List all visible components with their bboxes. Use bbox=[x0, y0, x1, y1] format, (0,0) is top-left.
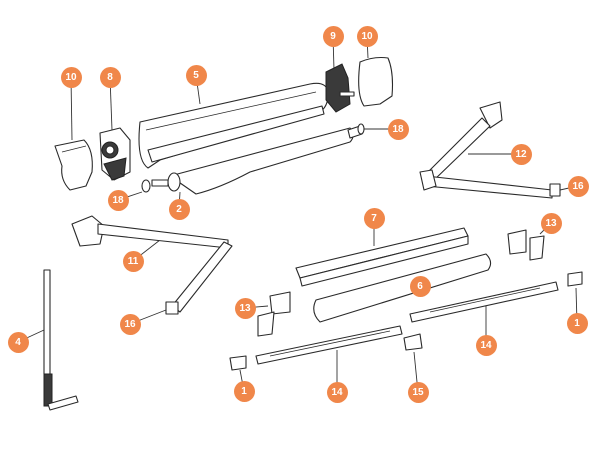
callout-washer-left: 18 bbox=[107, 189, 129, 211]
callout-arm-end-right: 16 bbox=[567, 175, 589, 197]
arm-end-left bbox=[165, 301, 179, 315]
cassette-housing bbox=[138, 82, 329, 169]
rail-connector bbox=[403, 333, 423, 351]
callout-end-cap-left: 10 bbox=[60, 66, 82, 88]
callout-crank-handle: 4 bbox=[7, 331, 29, 353]
end-plate-axle bbox=[339, 91, 355, 97]
callout-rail-left: 14 bbox=[326, 381, 348, 403]
end-cap-right bbox=[358, 56, 394, 107]
bracket-left bbox=[257, 291, 291, 337]
callout-roller-fabric: 2 bbox=[168, 198, 190, 220]
callout-bracket-left: 13 bbox=[234, 297, 256, 319]
callout-bracket-right: 13 bbox=[540, 212, 562, 234]
callout-valance-cover: 6 bbox=[409, 275, 431, 297]
callout-arm-end-left: 16 bbox=[119, 313, 141, 335]
callout-gear-housing: 8 bbox=[99, 66, 121, 88]
callout-cassette-housing: 5 bbox=[185, 64, 207, 86]
callout-mount-clip-left: 1 bbox=[233, 380, 255, 402]
mount-clip-right bbox=[567, 271, 583, 287]
callout-end-plate-right: 9 bbox=[322, 25, 344, 47]
washer-right bbox=[357, 123, 365, 135]
leader-line bbox=[70, 76, 73, 141]
arm-left bbox=[71, 215, 233, 313]
crank-handle bbox=[43, 269, 79, 411]
arm-end-right bbox=[549, 183, 561, 197]
gear-housing bbox=[99, 127, 131, 181]
washer-left bbox=[141, 179, 151, 193]
callout-front-bar: 7 bbox=[363, 207, 385, 229]
callout-end-cap-right: 10 bbox=[356, 25, 378, 47]
arm-right bbox=[419, 101, 553, 199]
valance-cover bbox=[313, 253, 492, 323]
callout-arm-right: 12 bbox=[510, 143, 532, 165]
callout-rail-connector: 15 bbox=[407, 381, 429, 403]
rail-right bbox=[409, 281, 559, 323]
end-cap-left bbox=[54, 139, 93, 191]
end-plate-right bbox=[325, 63, 351, 113]
mount-clip-left bbox=[229, 355, 247, 371]
callout-washer-right: 18 bbox=[387, 118, 409, 140]
front-bar bbox=[295, 227, 469, 287]
callout-mount-clip-right: 1 bbox=[566, 312, 588, 334]
rail-left bbox=[255, 325, 403, 365]
callout-rail-right: 14 bbox=[475, 334, 497, 356]
callout-arm-left: 11 bbox=[122, 250, 144, 272]
end-cap-left-edge bbox=[61, 145, 87, 153]
bracket-right bbox=[507, 229, 545, 261]
